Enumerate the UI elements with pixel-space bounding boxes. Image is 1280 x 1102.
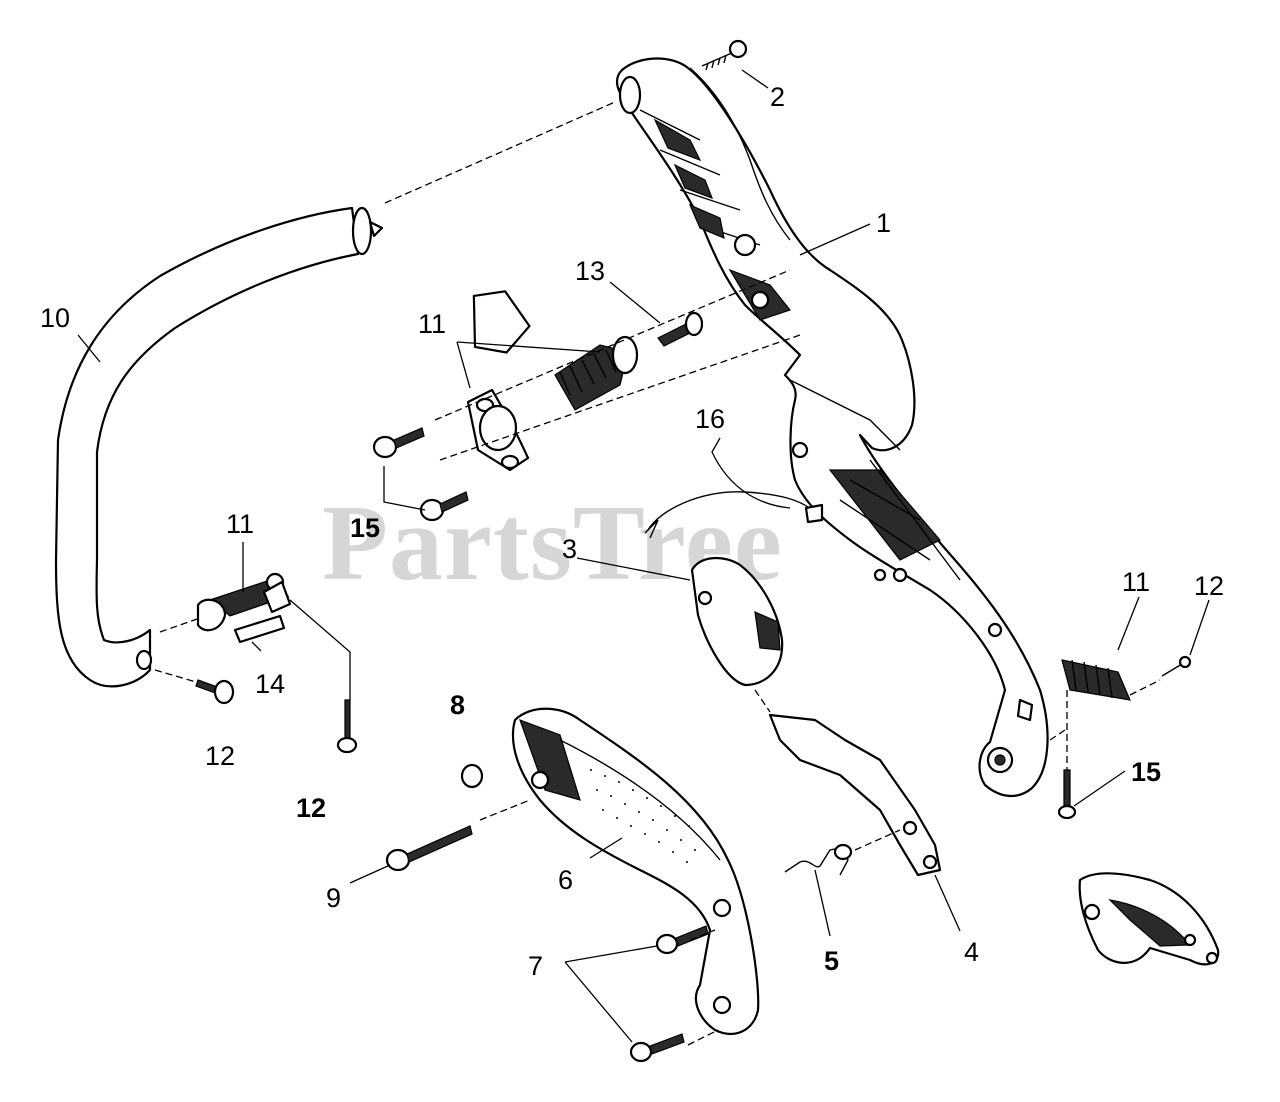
hand-guard-6	[511, 707, 760, 1035]
screw-2	[701, 39, 748, 71]
callout-6: 6	[558, 865, 574, 895]
callout-15-left: 15	[350, 513, 381, 543]
callout-13: 13	[575, 256, 606, 286]
pivot-assembly-left	[196, 572, 292, 644]
leader-lines	[77, 69, 1210, 1043]
callout-7: 7	[528, 951, 544, 981]
grip-dots	[590, 769, 696, 863]
callout-4: 4	[964, 937, 980, 967]
front-handle-bar	[54, 206, 384, 688]
spring-coil	[554, 335, 639, 411]
screws-right	[1057, 655, 1192, 820]
callout-8: 8	[450, 690, 466, 720]
callout-12-right: 12	[1194, 571, 1225, 601]
bushing-8	[460, 763, 484, 789]
screws-7	[629, 925, 709, 1063]
assembly-lines	[154, 101, 1161, 1046]
bolts-15-left	[372, 427, 469, 522]
bolt-13	[657, 311, 704, 347]
rear-handle-housing	[615, 57, 1049, 797]
spring-right-11	[1061, 659, 1131, 701]
spring-mount-center	[466, 290, 639, 472]
callout-10: 10	[40, 303, 71, 333]
callout-9: 9	[326, 883, 342, 913]
spring-5	[784, 843, 853, 876]
callout-5: 5	[824, 946, 840, 976]
callout-11-center: 11	[418, 309, 447, 339]
callout-1: 1	[876, 208, 892, 238]
screws-12-left	[195, 679, 358, 754]
brake-lever-3	[690, 557, 784, 687]
callout-16: 16	[695, 404, 726, 434]
callout-15-right: 15	[1131, 757, 1162, 787]
brake-wire-16	[644, 491, 824, 539]
long-screw-9	[385, 825, 473, 872]
brake-cover	[1078, 872, 1220, 966]
callout-12-left: 12	[205, 741, 236, 771]
callout-2: 2	[770, 82, 786, 112]
brake-link-4	[768, 713, 942, 877]
callout-11-left: 11	[226, 509, 255, 539]
callout-12-bottom: 12	[296, 793, 327, 823]
callout-14: 14	[255, 669, 286, 699]
callout-11-right: 11	[1122, 567, 1151, 597]
callout-3: 3	[562, 534, 578, 564]
